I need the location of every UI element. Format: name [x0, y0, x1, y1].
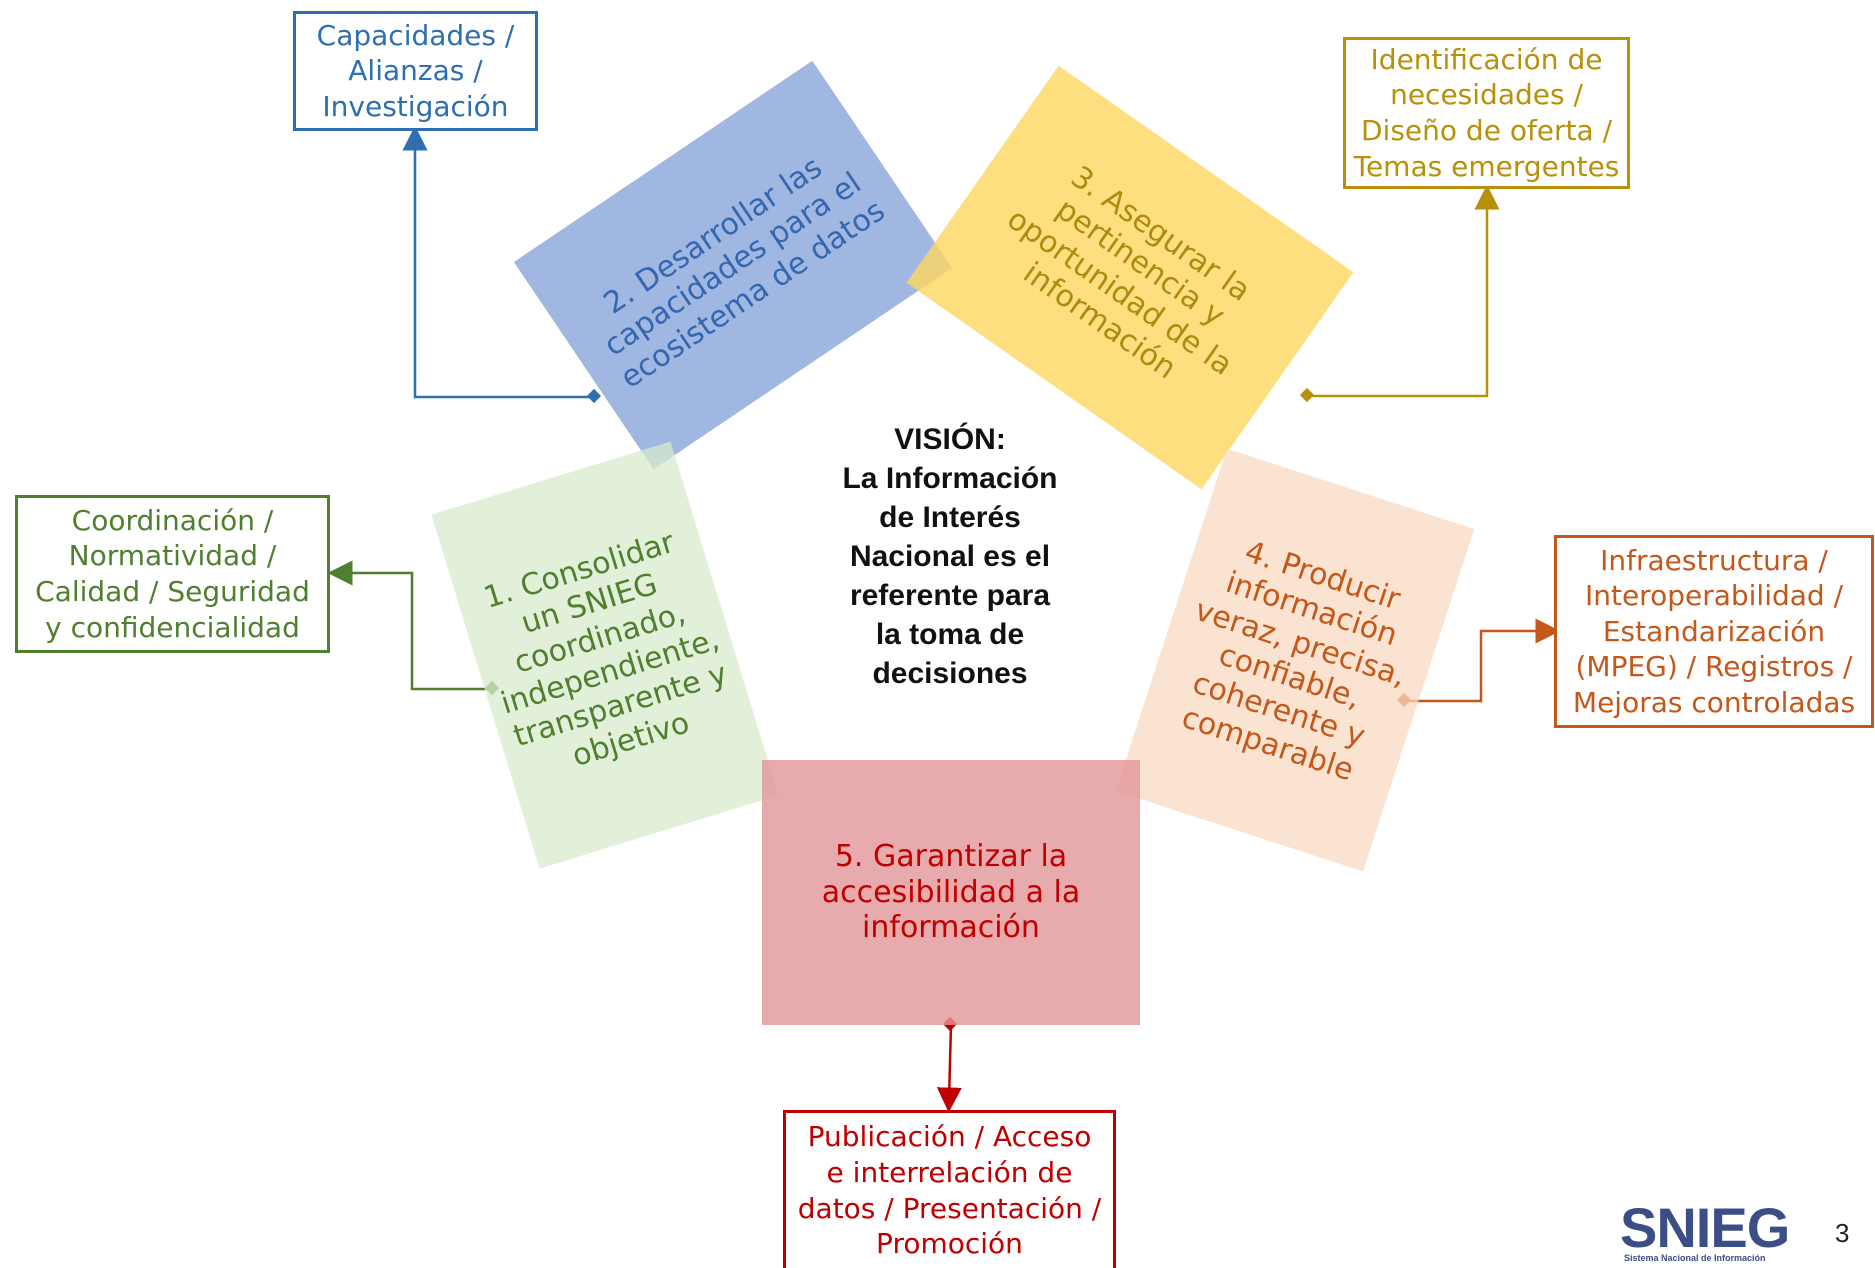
connector-3 [1308, 184, 1500, 398]
logo-text: SNIEG [1620, 1196, 1790, 1259]
connector-5 [936, 1024, 962, 1113]
page-number: 3 [1835, 1218, 1850, 1248]
logo-subtitle: Sistema Nacional de Información [1624, 1253, 1766, 1263]
box-capacidades: Capacidades /Alianzas /Investigación [293, 11, 538, 131]
connector-4 [1405, 618, 1561, 703]
connector-1 [327, 560, 493, 691]
snieg-logo: SNIEG Sistema Nacional de Información [1620, 1195, 1820, 1265]
box-infraestructura: Infraestructura /Interoperabilidad /Esta… [1554, 535, 1874, 728]
vision-statement: VISIÓN: La Información de Interés Nacion… [842, 423, 1058, 690]
box-coordinacion: Coordinación /Normatividad /Calidad / Se… [15, 495, 330, 653]
connector-2 [402, 125, 595, 399]
